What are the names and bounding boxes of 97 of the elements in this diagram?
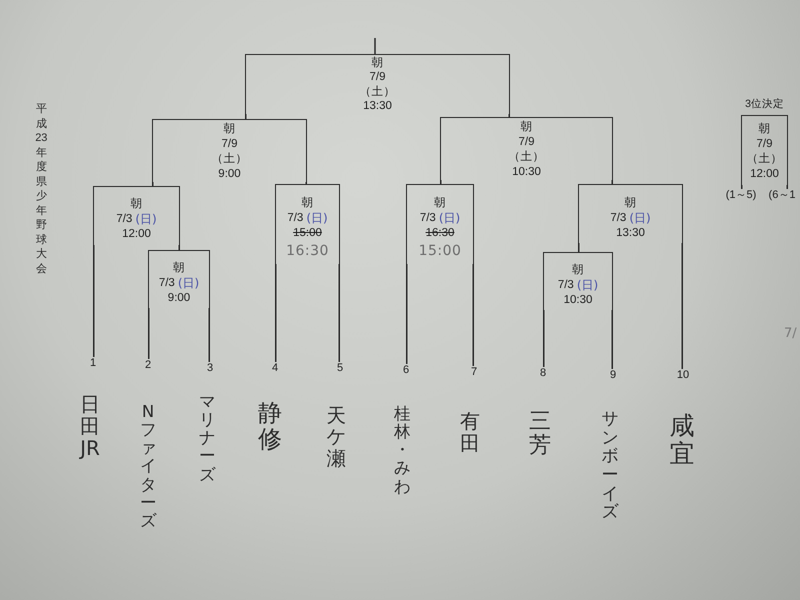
bracket-line: [612, 310, 613, 369]
handwritten-time: 15:00: [418, 242, 462, 260]
seed-number: 4: [272, 362, 278, 375]
match-bracket: [148, 250, 210, 308]
time-text: 13:30: [363, 100, 392, 114]
bracket-line: [682, 243, 683, 369]
bracket-line: [741, 185, 742, 189]
venue-text: 朝: [520, 121, 532, 136]
venue-text: 朝: [130, 198, 142, 212]
team-name: 有田: [460, 410, 480, 454]
bracket-line: [338, 264, 340, 362]
date-text: 7/9: [222, 138, 238, 152]
venue-text: 朝: [434, 196, 446, 210]
match-bracket: [440, 117, 613, 180]
seed-number: 5: [336, 362, 344, 375]
match-bracket: [275, 184, 340, 264]
venue-text: 朝: [572, 264, 584, 278]
bracket-line: [440, 180, 442, 184]
venue-text: 朝: [372, 57, 384, 72]
bracket-line: [374, 38, 376, 54]
venue-text: 朝: [173, 262, 185, 276]
handwritten-weekday: (日): [178, 276, 200, 291]
weekday-text: （土）: [212, 152, 248, 167]
venue-text: 朝: [302, 196, 314, 210]
match-bracket: [543, 252, 613, 310]
match-bracket: [245, 54, 510, 114]
struck-time-text: 15:00: [293, 226, 322, 240]
handwritten-weekday: (日): [306, 211, 328, 226]
date-text: 7/3: [558, 278, 574, 292]
handwritten-weekday: (日): [629, 211, 651, 226]
struck-time-text: 16:30: [426, 226, 454, 240]
bracket-line: [406, 264, 408, 364]
date-text: 7/9: [756, 138, 772, 152]
bracket-line: [148, 308, 150, 359]
team-name: 桂林・みわ: [394, 405, 410, 496]
handwritten-weekday: (日): [438, 211, 460, 226]
team-name: 日田JR: [80, 393, 100, 459]
date-text: 7/3: [158, 276, 175, 290]
time-text: 10:30: [564, 294, 592, 308]
date-text: 7/9: [370, 71, 386, 86]
match-bracket: [406, 184, 474, 264]
handwritten-time: 16:30: [286, 242, 329, 260]
seed-number: 8: [540, 367, 546, 380]
team-name: 三芳: [529, 410, 551, 458]
time-text: 13:30: [616, 226, 645, 240]
team-name: 咸宜: [670, 412, 694, 467]
seed-number: 7: [470, 366, 478, 379]
time-text: 9:00: [168, 292, 190, 306]
bracket-line: [508, 114, 510, 117]
bracket-line: [786, 185, 788, 189]
venue-text: 朝: [224, 123, 236, 138]
team-name: マリナーズ: [198, 393, 216, 484]
bracket-source-note: (1～5): [726, 189, 756, 202]
handwritten-weekday: (日): [135, 212, 157, 227]
date-text: 7/9: [518, 136, 534, 150]
tournament-title: 平成23年度県少年野球大会: [35, 102, 48, 276]
seed-number: 2: [144, 359, 152, 372]
handwritten-weekday: (日): [576, 278, 598, 293]
bracket-line: [178, 245, 180, 250]
date-text: 7/3: [420, 212, 436, 226]
team-name: 天ケ瀬: [326, 405, 346, 470]
date-text: 7/3: [287, 212, 304, 226]
weekday-text: （土）: [746, 152, 782, 166]
seed-number: 3: [206, 362, 214, 375]
seed-number: 9: [610, 369, 616, 382]
bracket-line: [208, 308, 210, 362]
weekday-text: （土）: [360, 86, 396, 100]
match-bracket: [93, 186, 180, 245]
time-text: 12:00: [750, 168, 779, 182]
time-text: 10:30: [512, 166, 541, 180]
bracket-source-note: (6～1: [768, 189, 796, 202]
bracket-line: [245, 114, 246, 119]
seed-number: 10: [676, 369, 690, 382]
team-name: サンボーイズ: [602, 410, 618, 522]
match-bracket: [578, 184, 683, 243]
bracket-line: [93, 245, 94, 357]
handwritten-note: 7/: [784, 326, 797, 341]
time-text: 9:00: [218, 168, 241, 182]
seed-number: 1: [90, 357, 96, 370]
team-name: Nファイターズ: [140, 403, 156, 530]
venue-text: 朝: [758, 122, 770, 136]
date-text: 7/3: [116, 212, 132, 226]
venue-text: 朝: [624, 196, 636, 210]
bracket-line: [152, 182, 154, 186]
time-text: 12:00: [122, 228, 151, 242]
bracket-line: [472, 264, 474, 366]
team-name: 静修: [258, 400, 282, 453]
weekday-text: （土）: [508, 150, 544, 165]
bracket-line: [543, 310, 544, 367]
bracket-line: [275, 264, 276, 362]
bracket-line: [578, 243, 580, 252]
bracket-line: [306, 182, 307, 184]
bracket-heading: 3位決定: [745, 98, 784, 111]
match-bracket: [152, 119, 307, 182]
bracket-line: [612, 180, 613, 184]
date-text: 7/3: [610, 212, 626, 226]
seed-number: 6: [402, 364, 410, 377]
